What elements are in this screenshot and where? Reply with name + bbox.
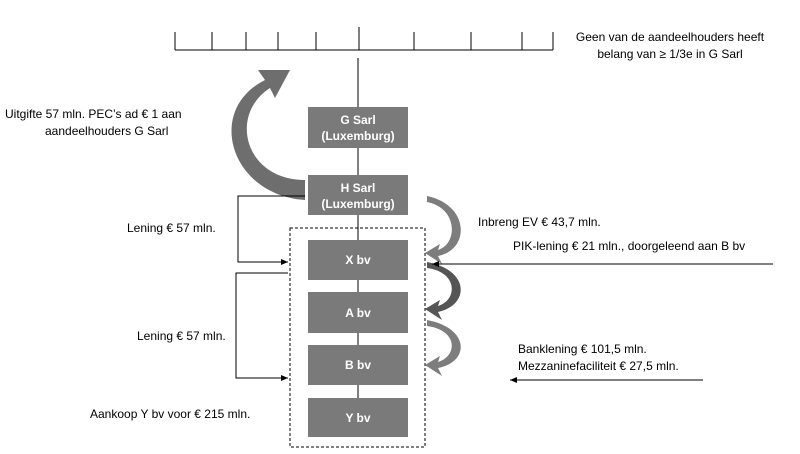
entity-g-sarl[interactable]: G Sarl (Luxemburg) [308,107,408,148]
purchase-label: Aankoop Y bv voor € 215 mln. [90,407,250,421]
curved-arrow-icon [231,70,305,200]
issue-note-line1: Uitgifte 57 mln. PEC’s ad € 1 aan [5,107,182,121]
loan-arrow-1 [237,195,305,265]
pik-label: PIK-lening € 21 mln., doorgeleend aan B … [513,239,745,253]
curved-arrow-a-b-icon [425,320,461,376]
curved-arrow-x-a-icon [425,262,461,320]
fiscal-unity-box [289,227,426,448]
equity-label: Inbreng EV € 43,7 mln. [478,215,601,229]
svg-text:G Sarl: G Sarl [340,113,375,127]
svg-text:X bv: X bv [345,253,371,267]
svg-text:(Luxemburg): (Luxemburg) [321,197,394,211]
entity-a-bv[interactable]: A bv [308,292,408,333]
svg-text:Y bv: Y bv [345,411,370,425]
svg-text:A bv: A bv [345,306,371,320]
loan2-label: Lening € 57 mln. [137,329,226,343]
entity-x-bv[interactable]: X bv [308,240,408,280]
entity-y-bv[interactable]: Y bv [308,398,408,437]
issue-note-line2: aandeelhouders G Sarl [45,124,168,138]
svg-text:H Sarl: H Sarl [341,181,376,195]
shareholders-bar [174,27,554,51]
top-note-line2: belang van ≥ 1/3e in G Sarl [597,47,742,61]
loan1-label: Lening € 57 mln. [127,221,216,235]
entity-h-sarl[interactable]: H Sarl (Luxemburg) [308,175,408,215]
entity-b-bv[interactable]: B bv [308,345,408,385]
svg-text:(Luxemburg): (Luxemburg) [321,129,394,143]
svg-text:B bv: B bv [345,358,371,372]
equity-curved-arrow-icon [425,196,461,264]
bank-label: Banklening € 101,5 mln. [518,342,647,356]
loan-arrow-2 [235,272,288,381]
mezz-label: Mezzaninefaciliteit € 27,5 mln. [518,359,679,373]
top-note-line1: Geen van de aandeelhouders heeft [576,30,765,44]
